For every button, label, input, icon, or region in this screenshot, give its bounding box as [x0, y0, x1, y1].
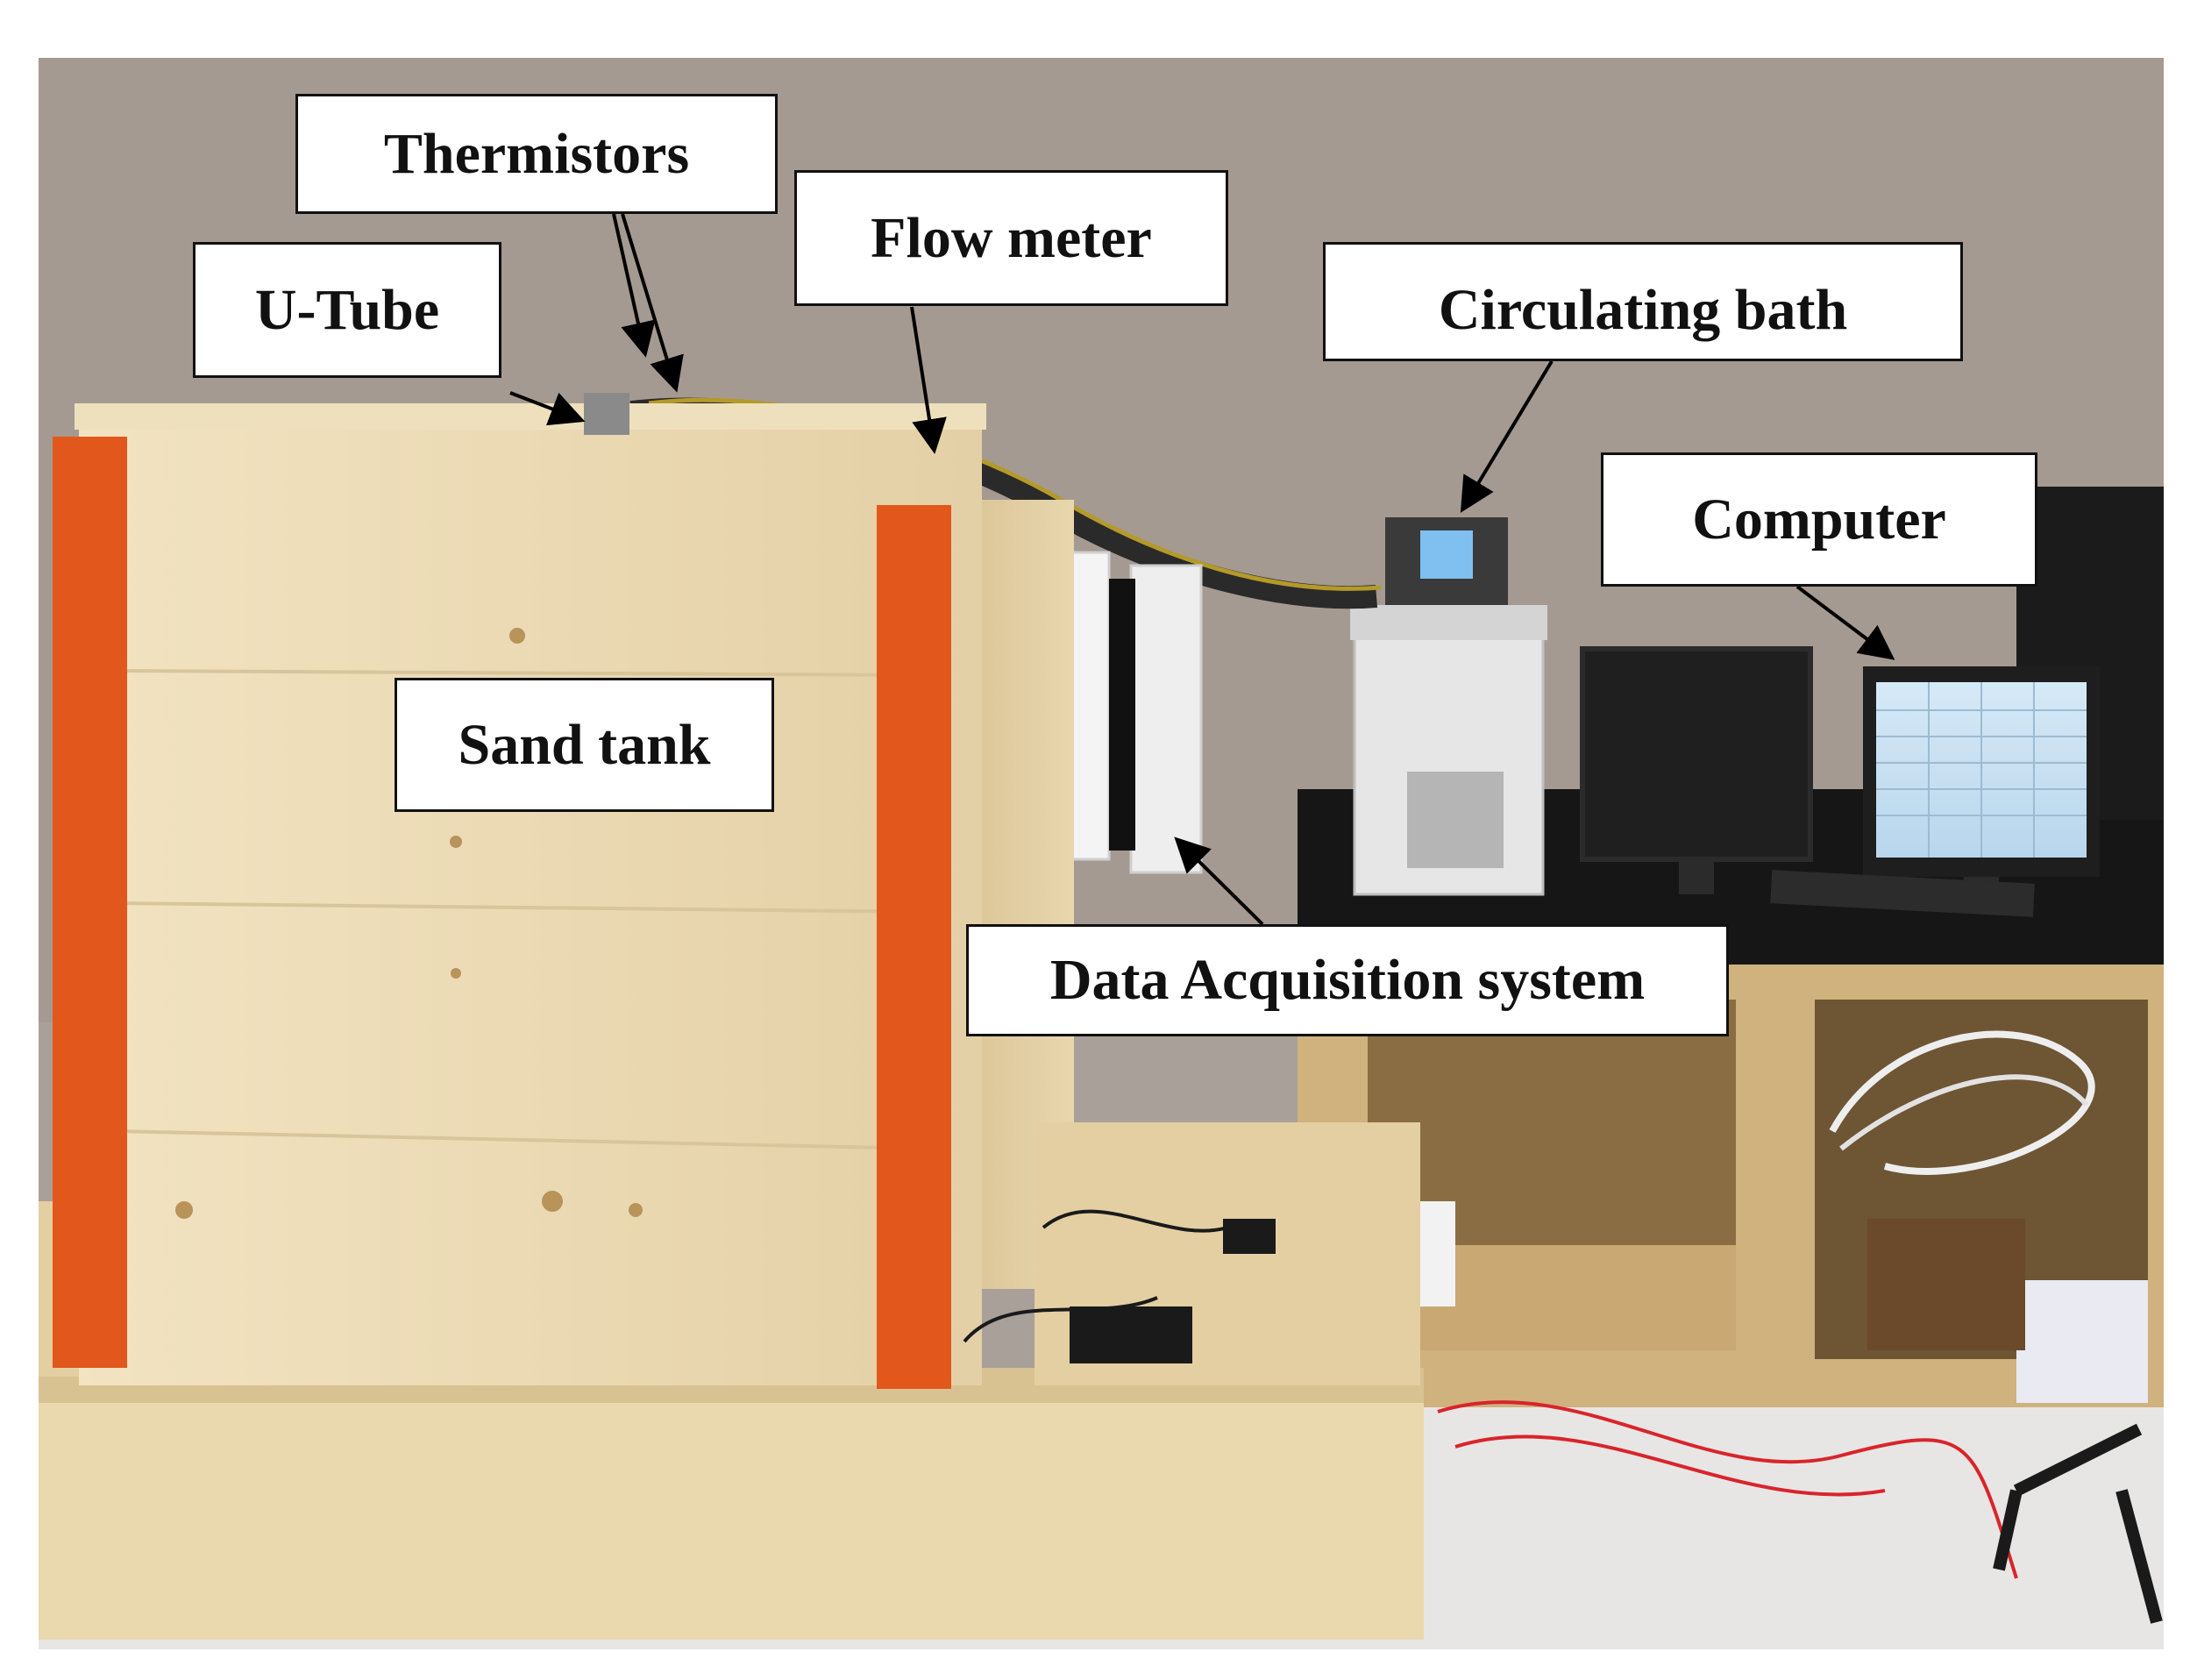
orange-strip-left — [53, 437, 127, 1368]
sand-tank-front — [79, 412, 982, 1385]
circulating-bath-label-text: Circulating bath — [1438, 278, 1848, 342]
thermistors-label-text: Thermistors — [383, 121, 690, 186]
chair-legs — [1993, 1423, 2163, 1624]
circulating-bath-grill — [1407, 772, 1504, 868]
circulating-bath-top — [1350, 605, 1547, 640]
orange-strip-right — [877, 505, 951, 1389]
wood-plank-seams — [113, 669, 930, 1150]
monitor-left — [1580, 646, 1813, 862]
box-white-2 — [2016, 1280, 2148, 1403]
u-tube-fitting — [584, 393, 629, 435]
annotation-arrows — [509, 213, 1895, 926]
platform-front — [39, 1403, 1424, 1640]
cables-white-2 — [1839, 1074, 2089, 1151]
circulating-bath-body — [1353, 612, 1545, 896]
daq-panel-2 — [1129, 564, 1203, 874]
u-tube-label-text: U-Tube — [254, 277, 440, 342]
sand-tank-top — [75, 403, 986, 430]
box-brown — [1867, 1219, 2025, 1350]
keyboard — [1770, 870, 2035, 917]
flow-meter-label: Flow meter — [794, 170, 1228, 306]
wood-knots — [175, 628, 643, 1219]
power-brick-1 — [1070, 1306, 1192, 1363]
daq-screen — [1109, 579, 1135, 851]
circulating-bath-label: Circulating bath — [1323, 242, 1963, 361]
monitor-right-grid — [1876, 682, 2087, 858]
circulating-bath-display — [1420, 530, 1473, 579]
red-cables — [1437, 1400, 2018, 1579]
flow-meter-label-text: Flow meter — [871, 205, 1152, 270]
monitor-left-stand — [1679, 859, 1714, 894]
power-brick-2 — [1223, 1219, 1276, 1254]
thermistors-label: Thermistors — [295, 94, 778, 214]
u-tube-label: U-Tube — [193, 242, 501, 378]
computer-label-text: Computer — [1692, 487, 1946, 552]
computer-label: Computer — [1601, 452, 2037, 587]
cables-white — [1829, 1030, 2095, 1175]
data-acquisition-label: Data Acquisition system — [966, 924, 1729, 1036]
black-cables — [963, 1209, 1228, 1343]
sand-tank-label: Sand tank — [395, 678, 774, 812]
data-acquisition-label-text: Data Acquisition system — [1049, 948, 1646, 1012]
sand-tank-label-text: Sand tank — [458, 712, 711, 777]
